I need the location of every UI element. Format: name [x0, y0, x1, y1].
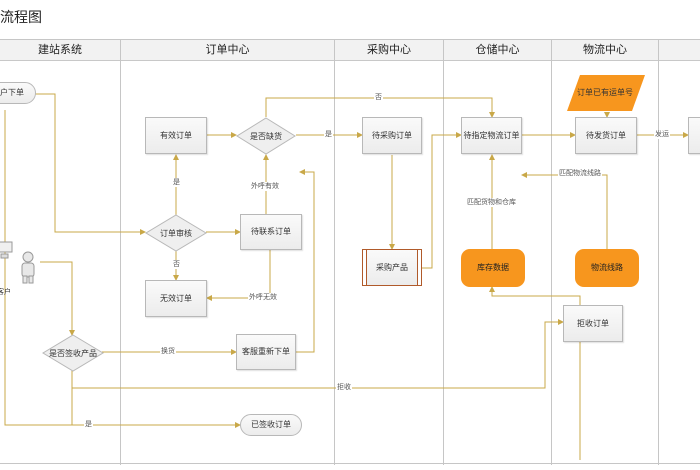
node-order-tracking: 订单已有运单号: [577, 88, 633, 97]
node-in-stock: 是否缺货: [250, 131, 282, 141]
node-cs-reorder[interactable]: 客服重新下单: [236, 334, 296, 370]
node-logistics-track[interactable]: 物流线路: [575, 249, 639, 287]
node-pending-purchase[interactable]: 待采购订单: [362, 117, 422, 154]
node-pending-ship[interactable]: 待发货订单: [575, 117, 637, 154]
node-sign-decision-shape[interactable]: [42, 334, 104, 372]
lane-header-extra: [659, 40, 700, 61]
lane-header-order: 订单中心: [121, 40, 334, 61]
lane-header-site: 建站系统: [0, 40, 120, 61]
edge-label-matched-stock: 匹配货物和仓库: [466, 198, 517, 207]
node-inventory-data[interactable]: 库存数据: [461, 249, 525, 287]
lane-divider: [120, 40, 121, 465]
computer-icon: [0, 240, 14, 260]
node-in-stock-shape[interactable]: [236, 117, 296, 155]
node-refused-order[interactable]: 拒收订单: [563, 305, 623, 342]
node-pending-logistics[interactable]: 待指定物流订单: [461, 117, 522, 154]
edge-label-yes-bottom: 是: [84, 420, 93, 429]
edge-label-yes-right: 是: [324, 130, 333, 139]
lane-header-logistics: 物流中心: [552, 40, 658, 61]
customer-label: 客户: [0, 288, 11, 296]
node-order-review: 订单审核: [160, 228, 192, 238]
edge-label-no-top: 否: [374, 93, 383, 102]
bottom-border: [0, 463, 700, 464]
node-pending-contact[interactable]: 待联系订单: [240, 214, 302, 250]
node-valid-order[interactable]: 有效订单: [145, 117, 207, 154]
customer-person-icon: [18, 250, 38, 284]
node-order-review-shape[interactable]: [145, 214, 207, 252]
header-top-border: [0, 39, 700, 40]
node-next-stage[interactable]: [688, 117, 700, 154]
node-order-tracking-shape[interactable]: [566, 74, 646, 112]
page-title: 流程图: [0, 10, 42, 26]
node-sign-decision: 是否签收产品: [49, 348, 97, 358]
lane-divider: [443, 40, 444, 465]
edge-label-matched-route: 匹配物流线路: [558, 169, 602, 178]
edge-label-call-invalid: 外呼无效: [248, 293, 278, 302]
edge-label-yes-up: 是: [172, 178, 181, 187]
lane-divider: [658, 40, 659, 465]
lane-divider: [334, 40, 335, 465]
lane-header-purchase: 采购中心: [335, 40, 443, 61]
edge-label-call-valid: 外呼有效: [250, 182, 280, 191]
node-invalid-order[interactable]: 无效订单: [145, 280, 207, 317]
edge-label-no-down: 否: [172, 260, 181, 269]
lane-divider: [551, 40, 552, 465]
edge-label-refuse: 拒收: [336, 383, 352, 392]
edge-label-swap: 换货: [160, 347, 176, 356]
node-signed-order[interactable]: 已签收订单: [240, 414, 302, 436]
node-user-order[interactable]: 户下单: [0, 82, 36, 104]
node-purchase-product[interactable]: 采购产品: [362, 249, 422, 286]
lane-header-warehouse: 仓储中心: [444, 40, 551, 61]
edge-label-ship: 发运: [654, 130, 670, 139]
